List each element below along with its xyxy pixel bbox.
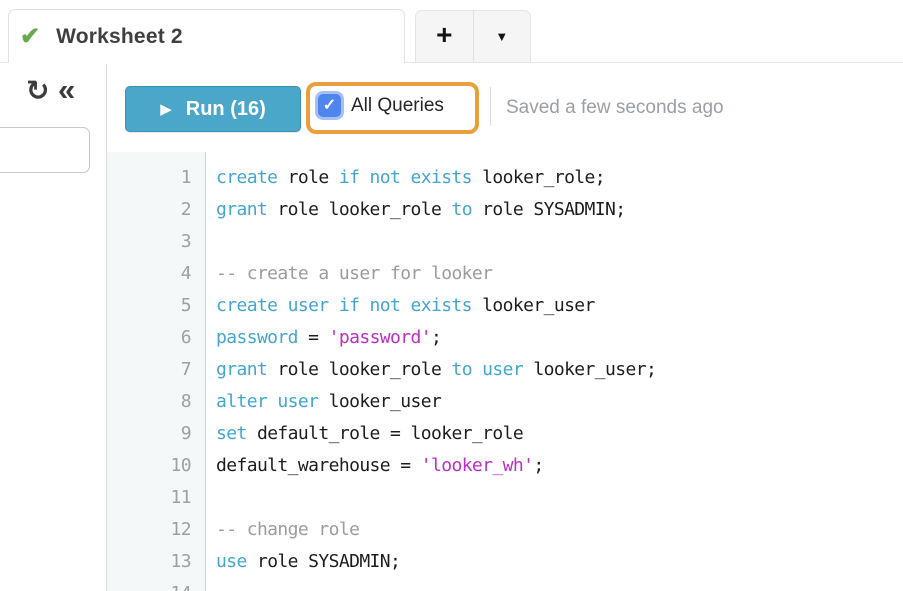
code-token: role	[277, 167, 339, 188]
code-token: role SYSADMIN;	[246, 551, 401, 572]
refresh-icon[interactable]: ↻	[26, 74, 50, 107]
code-token: password	[216, 327, 299, 348]
line-number: 14	[107, 578, 205, 591]
all-queries-checkbox[interactable]: ✓	[318, 94, 341, 117]
code-token: grant	[216, 359, 268, 380]
code-line[interactable]: password = 'password';	[216, 322, 903, 354]
code-token: role looker_role	[267, 359, 452, 380]
tab-worksheet-2[interactable]: ✔ Worksheet 2	[8, 9, 405, 63]
code-token: looker_user	[318, 391, 442, 412]
tab-actions-group: + ▼	[415, 10, 531, 63]
editor-code[interactable]: create role if not exists looker_role;gr…	[207, 152, 903, 591]
code-line[interactable]: grant role looker_role to role SYSADMIN;	[216, 194, 903, 226]
code-line[interactable]: grant role looker_role to user looker_us…	[216, 354, 903, 386]
run-button[interactable]: ▶ Run (16)	[125, 86, 301, 132]
run-button-label: Run (16)	[185, 97, 266, 120]
line-number: 11	[170, 487, 192, 508]
editor-gutter: 1234567891011121314	[107, 152, 206, 591]
code-token: use	[216, 551, 247, 572]
code-token: -- change role	[216, 519, 360, 540]
worksheet-menu-button[interactable]: ▼	[472, 11, 531, 62]
line-number: 10	[170, 455, 192, 476]
code-line[interactable]: use role SYSADMIN;	[216, 546, 903, 578]
code-line[interactable]: -- change role	[216, 514, 903, 546]
code-line[interactable]	[216, 578, 903, 591]
line-number: 1	[180, 167, 192, 188]
code-token: create	[216, 167, 278, 188]
code-token: ;	[431, 327, 442, 348]
new-worksheet-button[interactable]: +	[416, 11, 473, 62]
code-token: create user if not exists	[216, 295, 473, 316]
code-line[interactable]: alter user looker_user	[216, 386, 903, 418]
line-number: 13	[170, 551, 192, 572]
code-token: to user	[451, 359, 524, 380]
line-number: 2	[180, 199, 192, 220]
code-token: 'password'	[328, 327, 432, 348]
code-line[interactable]: -- create a user for looker	[216, 258, 903, 290]
code-line[interactable]: set default_role = looker_role	[216, 418, 903, 450]
code-token: alter user	[216, 391, 319, 412]
code-token: role SYSADMIN;	[471, 199, 626, 220]
code-token: default_warehouse =	[216, 455, 421, 476]
tab-label: Worksheet 2	[56, 24, 183, 48]
checkmark-icon: ✓	[322, 96, 337, 114]
code-token: looker_role;	[471, 167, 606, 188]
play-icon: ▶	[160, 100, 172, 118]
line-number: 3	[180, 231, 192, 252]
code-token: looker_user	[471, 295, 595, 316]
saved-check-icon: ✔	[20, 22, 41, 50]
line-number: 7	[180, 359, 192, 380]
code-line[interactable]: create role if not exists looker_role;	[216, 162, 903, 194]
code-token: default_role = looker_role	[246, 423, 524, 444]
code-token: set	[216, 423, 247, 444]
code-token: -- create a user for looker	[216, 263, 493, 284]
code-token: looker_user;	[523, 359, 657, 380]
line-number: 9	[180, 423, 192, 444]
sidebar-panel-fragment	[0, 127, 90, 173]
line-number: 8	[180, 391, 192, 412]
line-number: 5	[180, 295, 192, 316]
all-queries-checkbox-control[interactable]: ✓ All Queries	[318, 94, 444, 117]
code-token: grant	[216, 199, 268, 220]
collapse-sidebar-icon[interactable]: «	[58, 72, 76, 107]
code-line[interactable]	[216, 482, 903, 514]
code-token: if not exists	[338, 167, 473, 188]
all-queries-label: All Queries	[351, 94, 444, 116]
code-line[interactable]	[216, 226, 903, 258]
code-line[interactable]: create user if not exists looker_user	[216, 290, 903, 322]
toolbar-divider	[490, 87, 491, 126]
line-number: 6	[180, 327, 192, 348]
line-number: 12	[170, 519, 192, 540]
code-token: =	[297, 327, 329, 348]
code-line[interactable]: default_warehouse = 'looker_wh';	[216, 450, 903, 482]
vertical-divider	[106, 64, 107, 591]
code-token: 'looker_wh'	[420, 455, 534, 476]
code-token: ;	[533, 455, 544, 476]
line-number: 4	[180, 263, 192, 284]
code-token: role looker_role	[267, 199, 452, 220]
code-token: to	[451, 199, 472, 220]
save-status-text: Saved a few seconds ago	[506, 97, 724, 118]
